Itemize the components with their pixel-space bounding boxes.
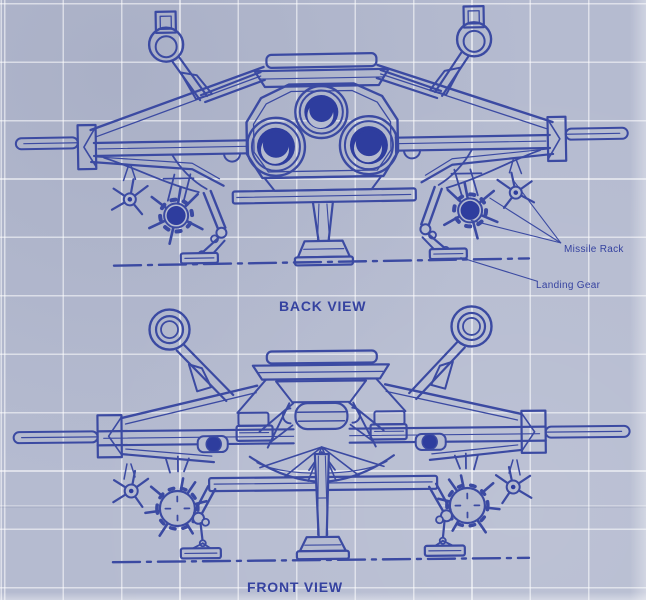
- paper-edge-bottom: [0, 592, 646, 600]
- back-view-title: BACK VIEW: [279, 298, 367, 314]
- missile-rack-label: Missile Rack: [564, 244, 624, 255]
- missile-rack-callout-lines: [470, 180, 562, 244]
- ground-line-back: [112, 257, 531, 267]
- ground-line-front: [111, 556, 531, 564]
- engine-nozzle-right: [338, 114, 400, 176]
- landing-gear-callout-line: [460, 257, 538, 282]
- engine-nozzle-left: [245, 116, 307, 178]
- cockpit-capsule: [281, 401, 361, 431]
- engine-nozzle-top: [294, 84, 349, 140]
- paper-edge-right: [630, 0, 646, 600]
- front-view-drawing: [10, 303, 633, 564]
- front-view-title: FRONT VIEW: [247, 579, 343, 595]
- landing-gear-label: Landing Gear: [536, 280, 601, 291]
- center-landing-skid: [293, 200, 355, 267]
- center-landing-strut: [295, 452, 351, 561]
- back-view-drawing: [11, 1, 632, 282]
